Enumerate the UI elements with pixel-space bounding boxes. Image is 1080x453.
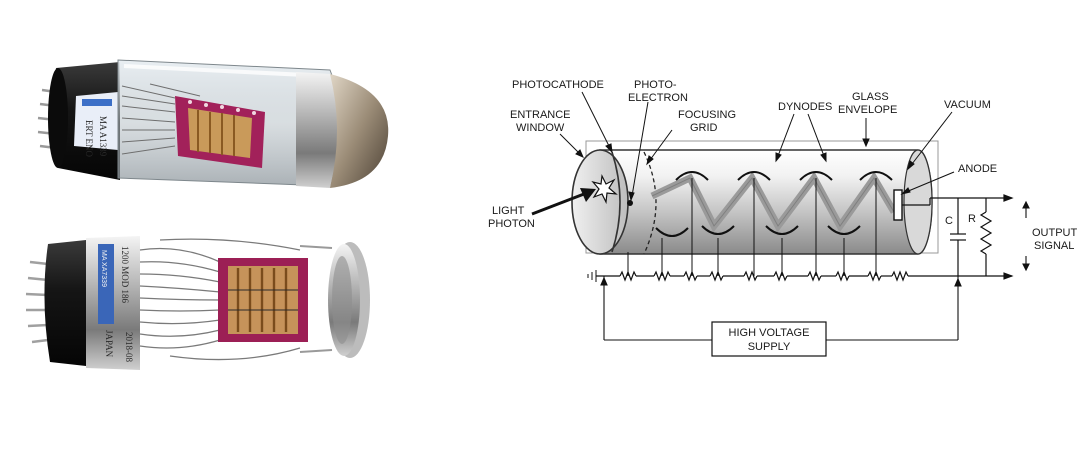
tube-end-right — [903, 149, 933, 255]
light-photon-arrow — [531, 188, 596, 216]
label-focusing-1: FOCUSING — [678, 109, 736, 121]
tube-bottom-label-2: 1200 MOD 186 — [120, 246, 130, 304]
tube-bottom-pins — [25, 260, 49, 344]
label-light-2: PHOTON — [488, 218, 535, 230]
tube-bottom-wires — [139, 238, 301, 361]
hv-supply-box — [711, 321, 827, 357]
tube-bottom-end-cap — [328, 242, 370, 358]
tube-bottom-dynode-cage — [218, 258, 308, 342]
load-resistor-symbol — [979, 198, 993, 276]
label-glass-2: ENVELOPE — [838, 104, 897, 116]
label-leaders — [559, 91, 955, 202]
tube-top-label-1: ERT ENO — [84, 120, 94, 158]
tube-top-sticker: ERT ENO MA A1339 — [74, 92, 118, 158]
output-arrows — [1003, 200, 1030, 280]
ground-icon — [587, 270, 597, 282]
dynodes-bottom — [655, 225, 861, 237]
hv-supply-label-2: SUPPLY — [748, 341, 791, 353]
tube-top-label-2: MA A1339 — [98, 116, 108, 157]
label-light-1: LIGHT — [492, 205, 525, 217]
tube-bottom-date: 2018-08 — [124, 332, 134, 362]
label-anode: ANODE — [958, 163, 997, 175]
label-focusing-2: GRID — [690, 122, 718, 134]
photocathode-layer — [611, 151, 621, 253]
label-entrance-1: ENTRANCE — [510, 109, 571, 121]
hv-supply-label-1: HIGH VOLTAGE — [729, 327, 810, 339]
divider-leads — [627, 178, 877, 276]
label-dynodes: DYNODES — [778, 101, 832, 113]
tube-bottom-base — [44, 240, 86, 366]
hv-supply-wiring — [600, 276, 962, 341]
label-photoelectron-1: PHOTO- — [634, 79, 677, 91]
tube-top-collar — [296, 72, 338, 188]
photomultiplier-tube-bottom: MA XA7339 1200 MOD 186 JAPAN 2018-08 — [25, 236, 370, 370]
photomultiplier-tube-top: ERT ENO MA A1339 — [37, 59, 389, 188]
anode-output-wire — [902, 194, 1014, 206]
photoelectron-dot — [627, 200, 633, 206]
tube-top-dome — [330, 74, 389, 188]
label-vacuum: VACUUM — [944, 99, 991, 111]
label-capacitor: C — [945, 215, 953, 227]
photon-burst-icon — [591, 173, 618, 205]
tube-bottom-origin: JAPAN — [104, 330, 114, 358]
focusing-grid — [643, 151, 657, 255]
pmt-schematic: HIGH VOLTAGE SUPPLY PH — [488, 79, 1078, 357]
tube-top-wires — [121, 83, 201, 155]
label-entrance-2: WINDOW — [516, 122, 565, 134]
label-output-1: OUTPUT — [1032, 227, 1078, 239]
label-photocathode: PHOTOCATHODE — [512, 79, 604, 91]
tube-bottom-label-1: MA XA7339 — [100, 250, 107, 287]
dynodes-top — [675, 171, 893, 181]
tube-top-dynode-cage — [175, 96, 265, 168]
tube-bottom-sticker: MA XA7339 1200 MOD 186 JAPAN 2018-08 — [98, 244, 134, 362]
label-resistor: R — [968, 213, 976, 225]
label-output-2: SIGNAL — [1034, 240, 1074, 252]
label-photoelectron-2: ELECTRON — [628, 92, 688, 104]
resistor-divider-chain — [596, 270, 1012, 282]
label-glass-1: GLASS — [852, 91, 889, 103]
capacitor-symbol — [950, 198, 966, 276]
